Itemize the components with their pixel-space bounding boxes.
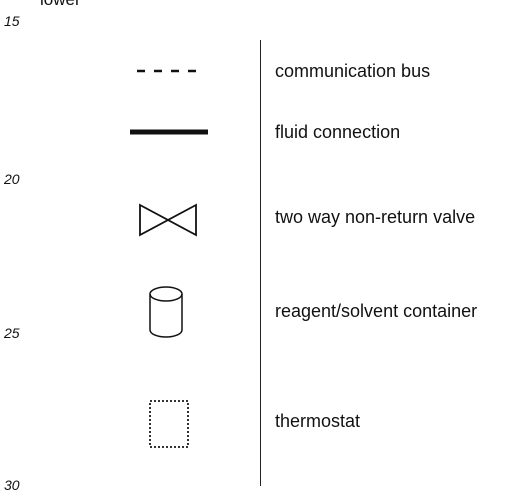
- legend-label-reagent-solvent-container: reagent/solvent container: [275, 301, 478, 321]
- thick-line-icon: [130, 125, 210, 139]
- top-text-fragment: lower: [40, 0, 81, 8]
- line-number-15: 15: [4, 13, 20, 29]
- bowtie-valve-icon: [138, 203, 198, 237]
- legend-label-two-way-non-return-valve: two way non-return valve: [275, 207, 476, 227]
- line-number-20: 20: [4, 171, 20, 187]
- line-number-30: 30: [4, 477, 20, 493]
- line-number-25: 25: [4, 325, 20, 341]
- dotted-square-thermostat-icon: [147, 398, 191, 450]
- legend-label-fluid-connection: fluid connection: [275, 122, 401, 142]
- legend-divider: [260, 40, 261, 486]
- legend-label-communication-bus: communication bus: [275, 61, 431, 81]
- legend-label-thermostat: thermostat: [275, 411, 361, 431]
- dashed-line-icon: [135, 64, 205, 78]
- cylinder-container-icon: [146, 284, 186, 342]
